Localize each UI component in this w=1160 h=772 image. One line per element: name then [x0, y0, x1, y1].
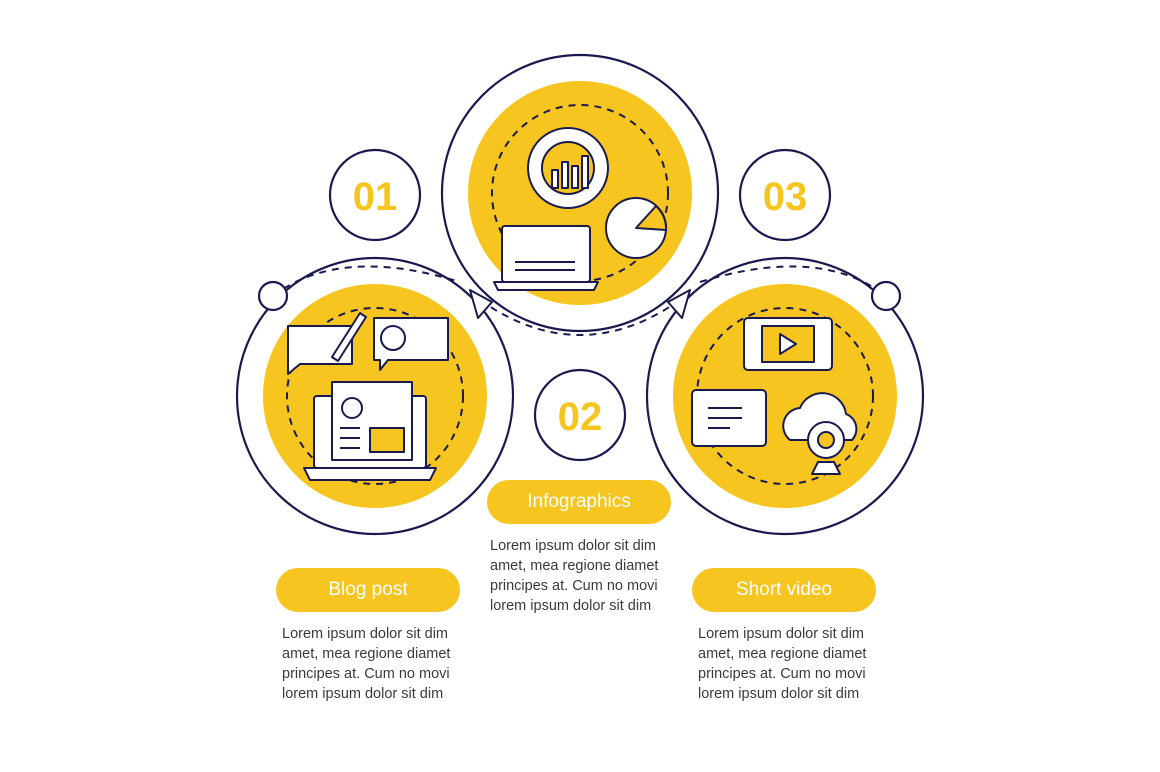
step-3-title-pill: Short video [692, 568, 876, 612]
laptop-chart-icon [493, 225, 599, 291]
step-2-title-pill: Infographics [487, 480, 671, 524]
inner-dashed-ring-1 [286, 307, 464, 485]
bar-chart-icon [551, 155, 589, 189]
step-3-number-badge [738, 148, 832, 242]
user-chat-bubble-icon [373, 317, 449, 371]
pie-chart-icon [605, 197, 668, 259]
dashed-connector-2 [479, 299, 681, 336]
step-1-number: 01 [353, 175, 398, 219]
dashed-connector-3 [699, 265, 887, 297]
chat-bubble-pencil-icon [287, 312, 367, 375]
step-1-title-pill: Blog post [276, 568, 460, 612]
cloud-webcam-icon [782, 392, 858, 475]
step-3-description: Lorem ipsum dolor sit dim amet, mea regi… [698, 626, 867, 702]
arrowhead-2 [667, 289, 691, 319]
tablet-video-player-icon [743, 317, 833, 371]
step-1-description: Lorem ipsum dolor sit dim amet, mea regi… [282, 626, 451, 702]
step-1-outer-ring [235, 256, 515, 536]
node-dot-right [870, 280, 902, 312]
step-2-outer-ring [440, 53, 720, 333]
step-2-description: Lorem ipsum dolor sit dim amet, mea regi… [490, 538, 659, 614]
step-2-number: 02 [558, 395, 603, 439]
step-2-number-badge [533, 368, 627, 462]
laptop-blog-page-icon [303, 381, 437, 481]
tablet-text-icon [691, 389, 767, 447]
node-dot-left [257, 280, 289, 312]
step-1-number-badge [328, 148, 422, 242]
step-3-number: 03 [763, 175, 808, 219]
inner-dashed-ring-2 [491, 104, 669, 282]
step-3-outer-ring [645, 256, 925, 536]
step-3-yellow-circle [673, 284, 897, 508]
arrowhead-1 [469, 289, 493, 319]
